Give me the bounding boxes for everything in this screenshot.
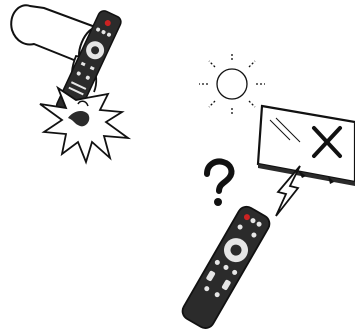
no-signal-warning-scene xyxy=(179,52,355,329)
spill-warning-scene xyxy=(11,5,128,162)
remote-control-icon xyxy=(179,204,272,330)
sun-icon xyxy=(199,52,265,116)
tv-icon xyxy=(258,106,355,186)
splash-burst-icon xyxy=(40,88,128,162)
question-mark-icon xyxy=(207,162,231,207)
